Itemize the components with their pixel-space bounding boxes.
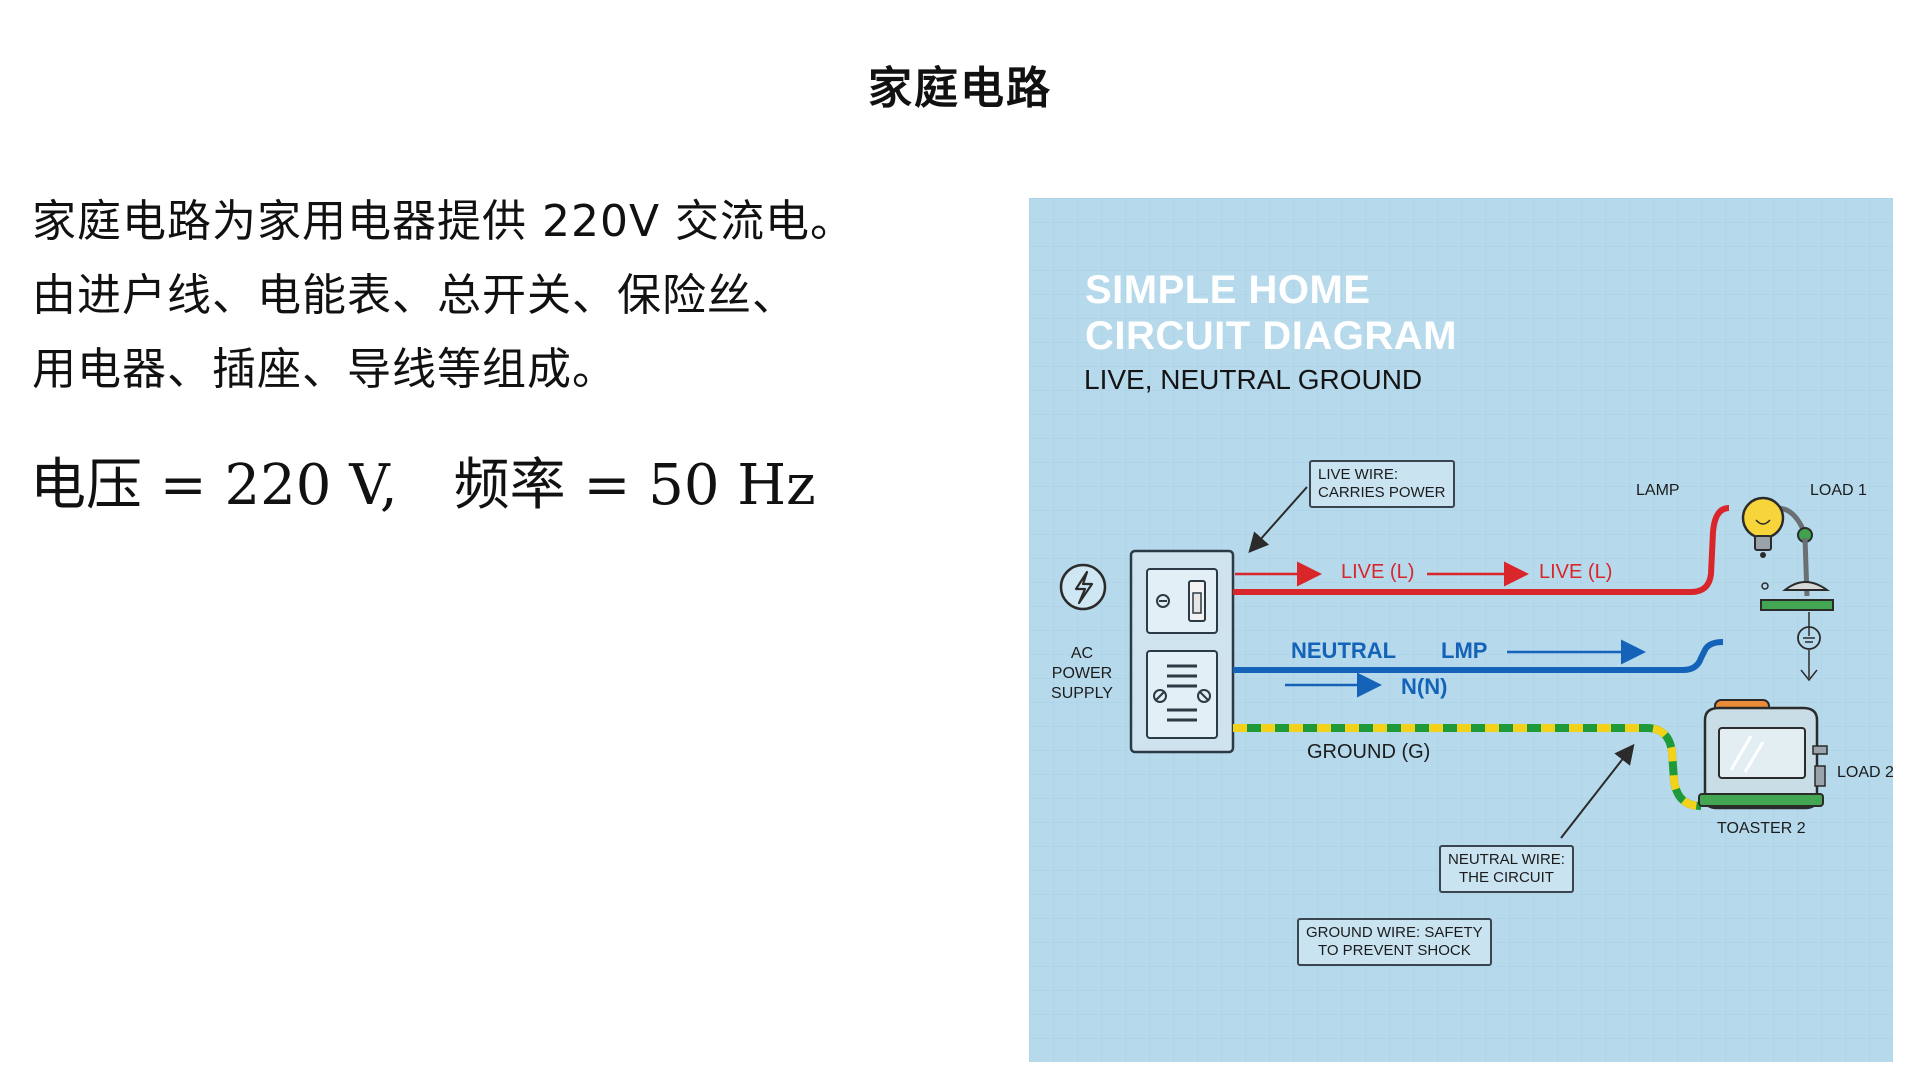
ac-supply-icon (1059, 563, 1107, 611)
load1-label: LOAD 1 (1810, 482, 1867, 499)
callout-line: THE CIRCUIT (1458, 869, 1554, 886)
formula: 电压 = 220 V, 频率 = 50 Hz (30, 440, 816, 521)
live-label-1: LIVE (L) (1341, 561, 1415, 583)
live-callout-leader (1248, 486, 1308, 553)
frequency-formula: 频率 = 50 Hz (453, 453, 816, 518)
distribution-panel-icon (1129, 549, 1235, 754)
callout-line: GROUND WIRE: SAFETY (1306, 924, 1483, 941)
n-label: N(N) (1401, 674, 1448, 699)
ac-supply-line: POWER (1051, 665, 1113, 682)
body-text: 家庭电路为家用电器提供 220V 交流电。 由进户线、电能表、总开关、保险丝、 … (32, 185, 932, 407)
ground-label: GROUND (G) (1307, 741, 1431, 763)
lamp-label: LAMP (1636, 482, 1680, 499)
neutral-label: NEUTRAL (1291, 638, 1397, 663)
callout-line: LIVE WIRE: (1318, 466, 1399, 483)
toaster-icon (1698, 699, 1828, 810)
figure-subtitle: LIVE, NEUTRAL GROUND (1084, 364, 1423, 395)
callout-line: TO PREVENT SHOCK (1317, 942, 1471, 959)
neutral-wire-callout: NEUTRAL WIRE: THE CIRCUIT (1439, 845, 1574, 893)
body-line-3: 用电器、插座、导线等组成。 (32, 344, 617, 395)
ground-wire-callout: GROUND WIRE: SAFETY TO PREVENT SHOCK (1297, 918, 1492, 966)
callout-line: CARRIES POWER (1318, 484, 1446, 501)
live-label-2: LIVE (L) (1539, 561, 1613, 583)
callout-line: NEUTRAL WIRE: (1448, 851, 1565, 868)
lamp-icon (1741, 496, 1834, 682)
toaster-label: TOASTER 2 (1717, 820, 1806, 837)
live-wire (1233, 505, 1730, 595)
load2-label: LOAD 2 (1837, 764, 1893, 781)
body-line-1: 家庭电路为家用电器提供 220V 交流电。 (32, 196, 856, 247)
neutral-callout-leader (1560, 743, 1635, 839)
neutral-wire (1233, 639, 1724, 673)
voltage-formula: 电压 = 220 V, (30, 453, 398, 518)
ac-supply-line: AC (1070, 645, 1094, 662)
lmp-label: LMP (1441, 638, 1488, 663)
ac-supply-label: AC POWER SUPPLY (1047, 644, 1117, 704)
ac-supply-line: SUPPLY (1051, 685, 1113, 702)
figure-title-line-2: CIRCUIT DIAGRAM (1085, 314, 1457, 358)
figure-title-line-1: SIMPLE HOME (1085, 268, 1371, 312)
ground-wire-stripe (1233, 724, 1702, 810)
circuit-diagram-figure: SIMPLE HOME CIRCUIT DIAGRAM LIVE, NEUTRA… (1029, 198, 1893, 1062)
body-line-2: 由进户线、电能表、总开关、保险丝、 (32, 270, 797, 321)
page-title: 家庭电路 (868, 63, 1052, 114)
live-wire-callout: LIVE WIRE: CARRIES POWER (1309, 460, 1455, 508)
